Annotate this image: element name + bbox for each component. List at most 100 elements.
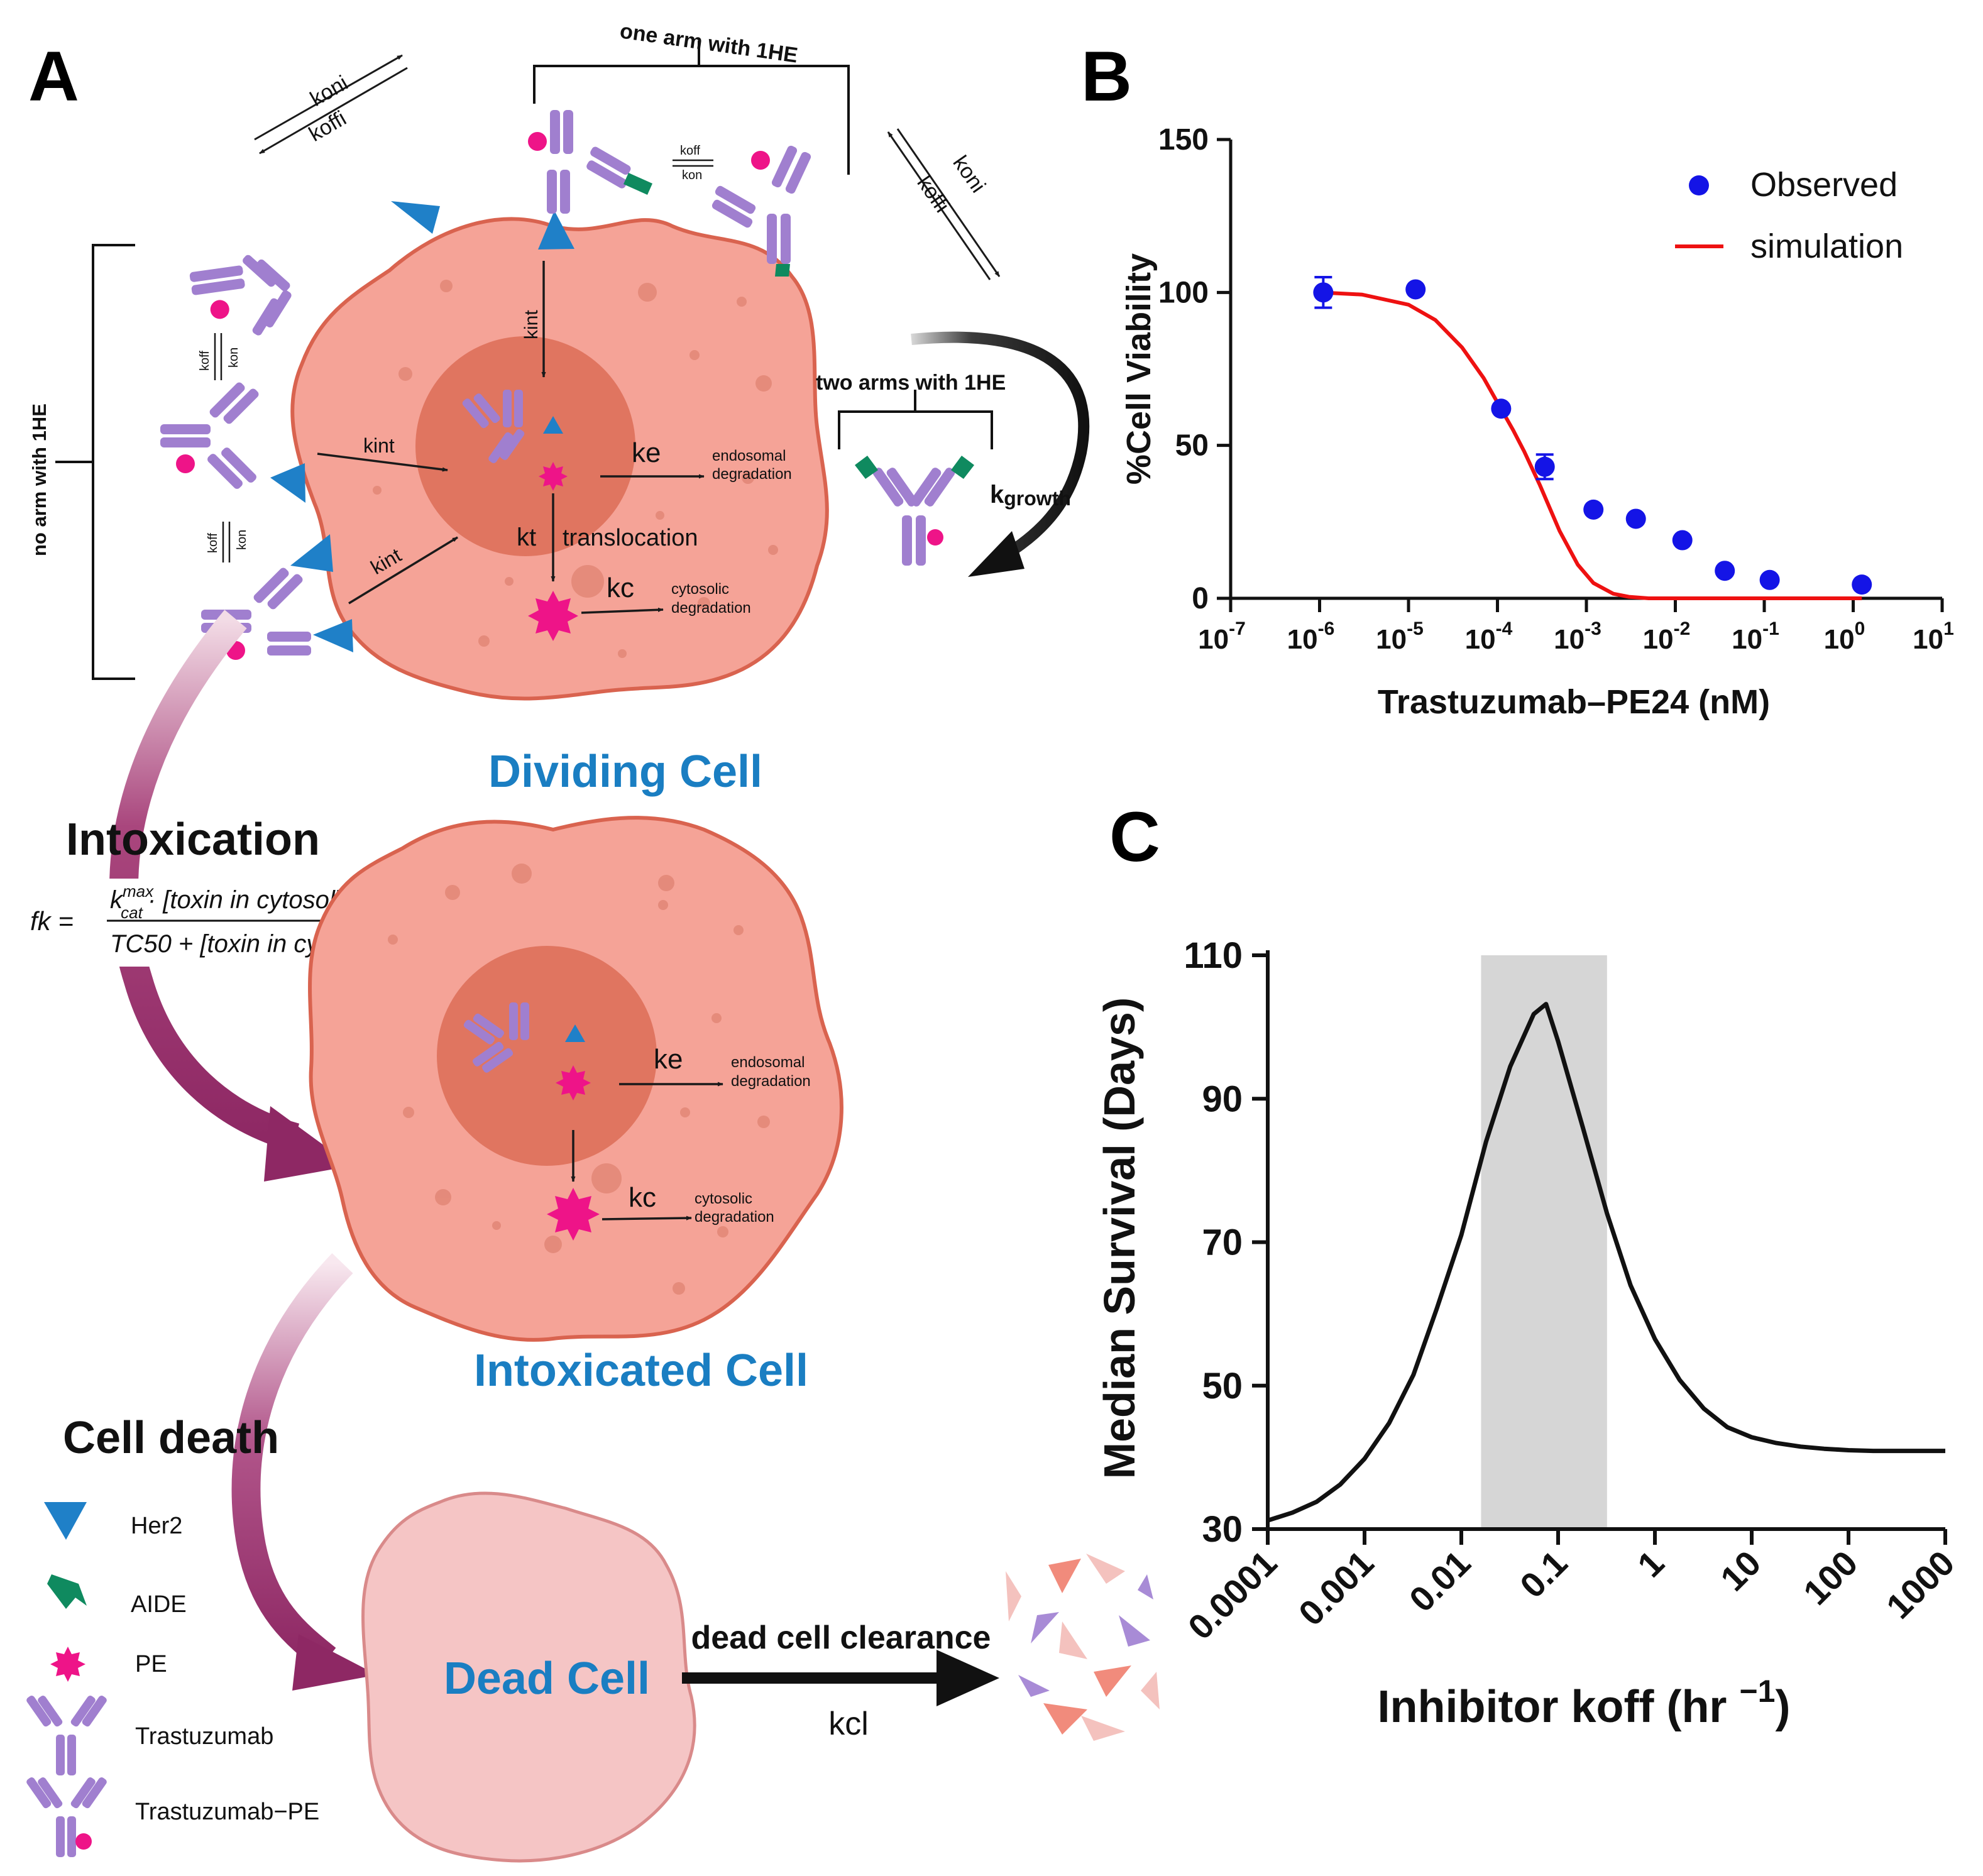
- legend-trastuzumab-pe: Trastuzumab−PE: [135, 1799, 319, 1825]
- b-x-tick-label: 10-7: [1198, 618, 1246, 655]
- her2-icon: [270, 463, 305, 503]
- legend-pe: PE: [135, 1651, 167, 1677]
- kcl-label: kcl: [828, 1706, 869, 1742]
- c-y-axis-label: Median Survival (Days): [1095, 997, 1144, 1479]
- b-x-axis-label: Trastuzumab–PE24 (nM): [1378, 683, 1770, 721]
- b-x-tick-label: 100: [1824, 618, 1865, 655]
- c-x-tick-label: 0.1: [1512, 1543, 1575, 1606]
- b-y-tick-label: 150: [1158, 123, 1209, 156]
- her2-icon: [543, 416, 563, 434]
- dead-cell-title: Dead Cell: [444, 1654, 650, 1704]
- her2-icon: [538, 211, 574, 250]
- trastuzumab-pe-aide-icon: [711, 145, 811, 277]
- c-y-tick-label: 110: [1184, 935, 1243, 976]
- intoxication-label: Intoxication: [66, 815, 320, 865]
- degradation-label-dividing-2: degradation: [671, 600, 751, 617]
- trastuzumab-pe-legend-icon: [26, 1777, 107, 1857]
- legend-observed-marker: [1689, 175, 1709, 195]
- c-x-axis-label: Inhibitor koff (hr −1): [1378, 1674, 1791, 1732]
- intoxication-arrow: [109, 610, 300, 1152]
- legend: Her2 AIDE PE Trastuzumab Trastuzumab−PE: [26, 1502, 319, 1857]
- b-x-tick-label: 10-2: [1643, 618, 1691, 655]
- observed-point: [1313, 282, 1334, 303]
- cell-death-label: Cell death: [63, 1413, 279, 1463]
- observed-point: [1852, 574, 1872, 595]
- b-x-tick-label: 10-6: [1287, 618, 1335, 655]
- translocation-label: translocation: [563, 525, 698, 551]
- observed-point: [1625, 508, 1646, 529]
- legend-observed-label: Observed: [1750, 166, 1898, 204]
- koni-label-right: koni: [948, 151, 990, 197]
- simulation-line: [1319, 290, 1862, 600]
- pe-legend-icon: [50, 1647, 85, 1682]
- trastuzumab-pe-aide-icon: [855, 456, 974, 566]
- koni-koffi-arrows-right: koni koffi: [887, 128, 1001, 280]
- c-x-tick-label: 1000: [1879, 1543, 1962, 1626]
- legend-simulation-label: simulation: [1750, 228, 1903, 265]
- cytosolic-label-dividing: cytosolic: [671, 581, 729, 598]
- no-arm-label: no arm with 1HE: [28, 403, 50, 556]
- koff-label-1: koff: [198, 351, 212, 371]
- aide-legend-icon: [47, 1574, 87, 1609]
- intoxicated-cell: ke endosomal degradation kc cytosolic de…: [308, 816, 843, 1342]
- endosomal-label-intoxicated: endosomal: [731, 1054, 805, 1071]
- no-arm-bracket: no arm with 1HE: [28, 244, 135, 680]
- kon-label-1: kon: [227, 348, 241, 368]
- cell-debris: [1006, 1554, 1160, 1741]
- kint-label-mid: kint: [363, 434, 395, 457]
- survival-line: [1266, 1002, 1945, 1523]
- c-x-tick-label: 0.01: [1402, 1543, 1478, 1620]
- her2-icon: [391, 201, 440, 234]
- c-x-tick-label: 100: [1796, 1543, 1865, 1613]
- observed-point: [1715, 561, 1735, 581]
- her2-icon: [565, 1024, 585, 1042]
- her2-legend-icon: [44, 1502, 87, 1540]
- degradation-label-intoxicated-1: degradation: [731, 1073, 811, 1090]
- legend-trastuzumab: Trastuzumab: [135, 1723, 273, 1750]
- dividing-cell-title: Dividing Cell: [488, 747, 762, 797]
- kc-label-dividing: kc: [607, 573, 634, 603]
- her2-icon: [313, 619, 353, 652]
- clearance-arrow: dead cell clearance kcl: [682, 1620, 999, 1742]
- dividing-cell: [290, 217, 829, 701]
- c-y-tick-label: 90: [1202, 1078, 1243, 1119]
- one-arm-label: one arm with 1HE: [618, 19, 799, 67]
- her2-icon: [290, 534, 333, 572]
- panel-c-label: C: [1109, 798, 1160, 876]
- b-x-tick-label: 10-4: [1465, 618, 1513, 655]
- intoxicated-cell-nucleus: [437, 946, 657, 1166]
- legend-aide: AIDE: [131, 1591, 187, 1618]
- pe-icon: [539, 462, 568, 491]
- c-y-tick-label: 50: [1202, 1366, 1243, 1407]
- c-y-tick-label: 70: [1202, 1222, 1243, 1263]
- observed-point: [1405, 279, 1426, 300]
- kon-label-2: kon: [235, 530, 249, 550]
- shaded-region: [1481, 955, 1607, 1529]
- c-x-tick-label: 1: [1630, 1543, 1672, 1585]
- observed-point: [1759, 569, 1780, 590]
- pe-icon: [547, 1188, 600, 1241]
- kint-label-top: kint: [521, 310, 542, 339]
- observed-point: [1534, 456, 1555, 477]
- trastuzumab-icon: [463, 1002, 529, 1073]
- pe-icon: [556, 1065, 591, 1100]
- pe-icon: [528, 591, 578, 641]
- kt-label: kt: [517, 524, 536, 551]
- endosomal-label-dividing: endosomal: [712, 447, 786, 464]
- cytosolic-label-intoxicated: cytosolic: [695, 1190, 752, 1207]
- kgrowth-arrow: kgrowth: [911, 331, 1090, 577]
- c-x-tick-label: 0.0001: [1180, 1543, 1285, 1647]
- her2-receptors: [270, 201, 574, 652]
- trastuzumab-pe-icon: [189, 255, 292, 336]
- observed-point: [1583, 499, 1604, 520]
- dividing-cell-nucleus: [415, 336, 635, 556]
- observed-point: [1491, 398, 1512, 419]
- b-y-axis-label: %Cell Viability: [1120, 253, 1158, 485]
- pe-toxins-dividing: [528, 462, 578, 641]
- ke-label-dividing: ke: [632, 437, 661, 468]
- b-y-tick-label: 100: [1158, 276, 1209, 309]
- trastuzumab-pe-aide-icon: [528, 110, 652, 214]
